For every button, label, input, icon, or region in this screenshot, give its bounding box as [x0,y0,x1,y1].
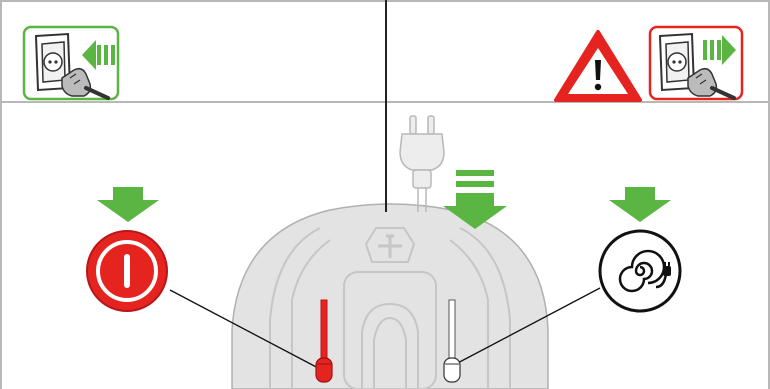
right-down-arrow-icon [609,187,671,222]
warning-triangle-icon [554,30,642,102]
plug-insert-icon [22,25,120,101]
right-lever-icon[interactable] [443,299,461,383]
power-button-icon[interactable] [86,230,168,312]
right-connector-line [451,287,601,367]
left-lever-icon[interactable] [315,299,333,383]
power-plug-icon [399,115,445,212]
device-housing-icon [231,203,549,389]
left-connector-line [169,289,323,371]
cable-reel-icon[interactable] [598,229,682,313]
left-down-arrow-icon [97,187,159,222]
plug-remove-icon [648,25,744,101]
down-arrow-icon [443,170,507,229]
